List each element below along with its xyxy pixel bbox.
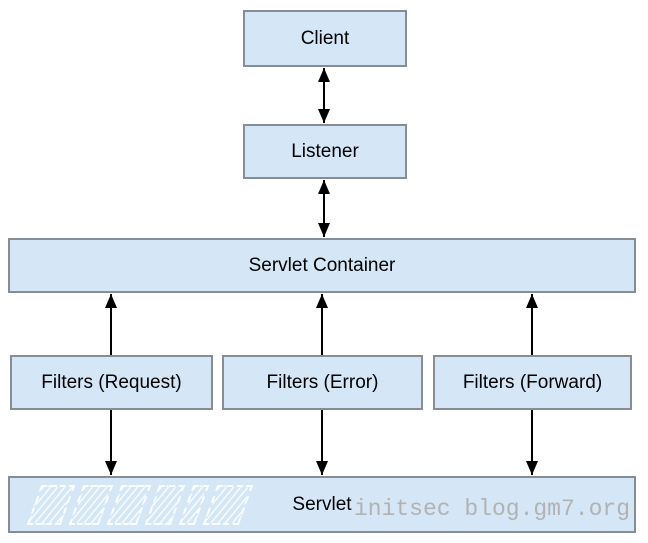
arrow-filters-forward-to-container — [526, 294, 538, 355]
node-servlet-container: Servlet Container — [8, 238, 636, 293]
node-listener-label: Listener — [291, 140, 359, 162]
arrow-listener-container — [318, 180, 330, 237]
arrow-filters-error-to-container — [316, 294, 328, 355]
arrowhead-up-icon — [318, 180, 330, 194]
arrowhead-up-icon — [318, 68, 330, 82]
arrowhead-down-icon — [318, 223, 330, 237]
arrowhead-up-icon — [105, 294, 117, 308]
arrow-filters-request-to-servlet — [105, 410, 117, 475]
watermark-text: initsec blog.gm7.org — [353, 496, 630, 522]
arrow-line — [323, 68, 325, 123]
arrow-filters-error-to-servlet — [316, 410, 328, 475]
node-filters-forward-label: Filters (Forward) — [462, 371, 603, 393]
watermark-logo-glyph — [144, 485, 186, 525]
arrow-filters-request-to-container — [105, 294, 117, 355]
arrow-line — [110, 410, 112, 475]
node-filters-request: Filters (Request) — [10, 355, 213, 410]
watermark-logo-glyph — [68, 485, 114, 525]
node-client-label: Client — [300, 27, 350, 49]
arrow-line — [321, 410, 323, 475]
watermark-logo-glyph — [26, 485, 76, 525]
node-listener: Listener — [243, 124, 407, 179]
node-filters-forward: Filters (Forward) — [433, 355, 632, 410]
arrowhead-up-icon — [526, 294, 538, 308]
watermark-logo-glyph — [202, 485, 254, 525]
arrowhead-up-icon — [316, 294, 328, 308]
watermark-logo — [25, 481, 254, 529]
node-filters-request-label: Filters (Request) — [41, 371, 182, 393]
arrowhead-down-icon — [316, 461, 328, 475]
watermark-logo-glyph — [106, 485, 152, 525]
arrow-line — [110, 294, 112, 355]
arrow-line — [321, 294, 323, 355]
arrowhead-down-icon — [318, 109, 330, 123]
arrowhead-down-icon — [526, 461, 538, 475]
arrow-line — [531, 410, 533, 475]
arrow-client-listener — [318, 68, 330, 123]
node-filters-error-label: Filters (Error) — [266, 371, 379, 393]
node-servlet-container-label: Servlet Container — [248, 254, 396, 276]
node-filters-error: Filters (Error) — [222, 355, 423, 410]
arrow-filters-forward-to-servlet — [526, 410, 538, 475]
node-servlet: Servlet initsec blog.gm7.org — [8, 476, 636, 533]
arrow-line — [531, 294, 533, 355]
arrow-line — [323, 180, 325, 237]
node-servlet-label: Servlet — [292, 493, 352, 515]
node-client: Client — [243, 10, 407, 67]
arrowhead-down-icon — [105, 461, 117, 475]
